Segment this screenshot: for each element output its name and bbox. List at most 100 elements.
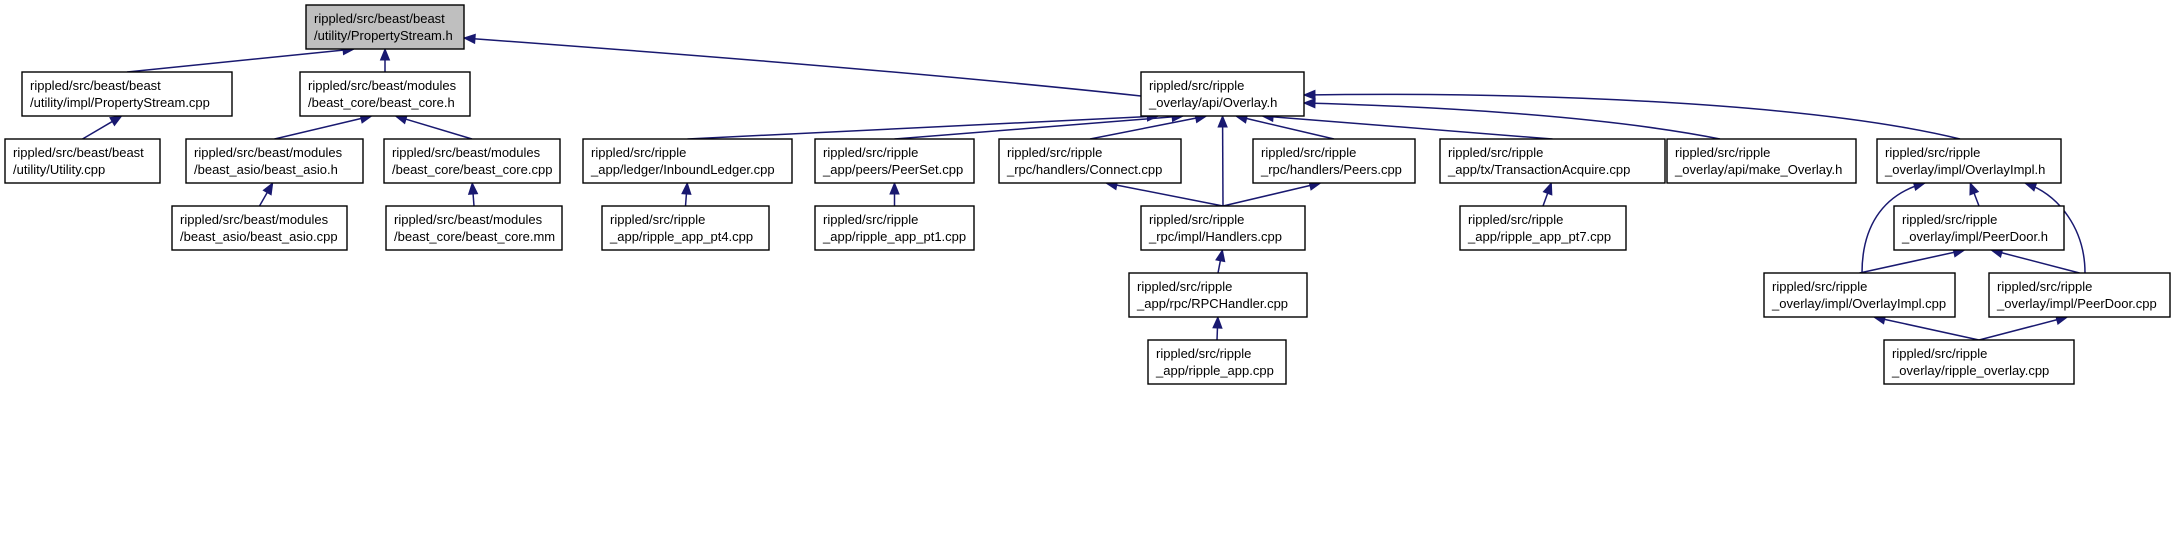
node-n5[interactable]: rippled/src/beast/modules/beast_asio/bea… [185,138,364,184]
node-box [171,205,348,251]
node-label-line: rippled/src/beast/modules [392,145,541,160]
node-box [814,138,975,184]
edge-n20-to-n15 [1969,181,1980,207]
arrowhead-icon [1212,315,1223,329]
edge-line [1884,318,1980,341]
arrowhead-icon [1215,248,1226,263]
node-label-line: _app/ripple_app.cpp [1155,363,1274,378]
arrowhead-icon [1302,89,1316,101]
edge-n25-to-n23 [1978,314,2069,341]
node-box [582,138,793,184]
node-n15[interactable]: rippled/src/ripple_overlay/impl/OverlayI… [1876,138,2062,184]
node-label-line: rippled/src/ripple [1468,212,1563,227]
edge-n18-to-n12 [1222,180,1322,207]
node-n9[interactable]: rippled/src/ripple_app/ledger/InboundLed… [582,138,793,184]
node-n17[interactable]: rippled/src/ripple_app/ripple_app_pt1.cp… [814,205,975,251]
node-box [4,138,161,184]
node-box [299,71,471,117]
edge-line [684,193,688,207]
node-box [1140,205,1306,251]
edge-line [2024,182,2086,274]
node-box [1763,272,1956,318]
node-label-line: _overlay/impl/OverlayImpl.cpp [1771,296,1946,311]
arrowhead-icon [1302,98,1316,109]
node-n0[interactable]: rippled/src/beast/beast/utility/Property… [305,4,465,50]
edge-n25-to-n22 [1872,314,1980,341]
node-n4[interactable]: rippled/src/beast/beast/utility/Utility.… [4,138,161,184]
node-label-line: rippled/src/beast/modules [394,212,543,227]
edge-n23-to-n20 [1989,247,2080,274]
node-n8[interactable]: rippled/src/beast/modules/beast_core/bea… [385,205,563,251]
node-label-line: /beast_core/beast_core.mm [394,229,555,244]
node-box [1883,339,2075,385]
node-n1[interactable]: rippled/src/beast/beast/utility/impl/Pro… [21,71,233,117]
node-box [1439,138,1666,184]
node-n12[interactable]: rippled/src/ripple_rpc/handlers/Peers.cp… [1252,138,1416,184]
node-label-line: /utility/Utility.cpp [13,162,105,177]
edge-n6-to-n2 [394,114,473,140]
node-label-line: _overlay/impl/PeerDoor.h [1901,229,2048,244]
edge-line [472,193,475,207]
node-n7[interactable]: rippled/src/beast/modules/beast_asio/bea… [171,205,348,251]
node-n19[interactable]: rippled/src/ripple_app/ripple_app_pt7.cp… [1459,205,1627,251]
edge-n24-to-n21 [1212,315,1223,341]
edge-line [126,49,344,73]
node-label-line: /beast_asio/beast_asio.cpp [180,229,338,244]
node-label-line: rippled/src/ripple [1675,145,1770,160]
edge-n15-to-n3 [1302,89,1961,140]
node-label-line: rippled/src/ripple [1892,346,1987,361]
node-box [1128,272,1308,318]
node-label-line: /utility/impl/PropertyStream.cpp [30,95,210,110]
node-label-line: _app/peers/PeerSet.cpp [822,162,963,177]
arrowhead-icon [1542,181,1553,196]
node-label-line: /beast_core/beast_core.h [308,95,455,110]
node-label-line: rippled/src/ripple [1885,145,1980,160]
edge-n22-to-n20 [1859,247,1966,274]
edge-n13-to-n3 [1260,111,1553,140]
edge-line [258,192,268,207]
node-n14[interactable]: rippled/src/ripple_overlay/api/make_Over… [1666,138,1857,184]
node-n18[interactable]: rippled/src/ripple_rpc/impl/Handlers.cpp [1140,205,1306,251]
edge-n7-to-n5 [258,181,274,207]
node-box [601,205,770,251]
arrowhead-icon [1217,114,1228,128]
edge-n4-to-n1 [82,115,123,140]
node-n3[interactable]: rippled/src/ripple_overlay/api/Overlay.h [1140,71,1305,117]
node-n23[interactable]: rippled/src/ripple_overlay/impl/PeerDoor… [1988,272,2171,318]
node-n21[interactable]: rippled/src/ripple_app/rpc/RPCHandler.cp… [1128,272,1308,318]
edge-n18-to-n11 [1104,180,1224,207]
node-n25[interactable]: rippled/src/ripple _overlay/ripple_overla… [1883,339,2075,385]
edge-line [1222,184,1311,207]
node-n6[interactable]: rippled/src/beast/modules/beast_core/bea… [383,138,561,184]
node-box [1876,138,2062,184]
graph-nodes: rippled/src/beast/beast/utility/Property… [4,4,2171,385]
node-label-line: rippled/src/ripple [1261,145,1356,160]
node-n13[interactable]: rippled/src/ripple_app/tx/TransactionAcq… [1439,138,1666,184]
edge-line [1861,182,1926,274]
node-n16[interactable]: rippled/src/ripple_app/ripple_app_pt4.cp… [601,205,770,251]
node-n20[interactable]: rippled/src/ripple_overlay/impl/PeerDoor… [1893,205,2065,251]
node-label-line: rippled/src/beast/beast [314,11,445,26]
node-n24[interactable]: rippled/src/ripple_app/ripple_app.cpp [1147,339,1287,385]
node-label-line: _overlay/ripple_overlay.cpp [1891,363,2049,378]
node-n10[interactable]: rippled/src/ripple_app/peers/PeerSet.cpp [814,138,975,184]
node-label-line: _overlay/api/Overlay.h [1148,95,1277,110]
node-label-line: rippled/src/ripple [610,212,705,227]
node-label-line: rippled/src/ripple [1149,212,1244,227]
edge-line [1116,184,1224,207]
edge-n14-to-n3 [1302,98,1721,140]
node-n11[interactable]: rippled/src/ripple_rpc/handlers/Connect.… [998,138,1182,184]
edge-n18-to-n3 [1217,114,1228,207]
node-label-line: rippled/src/beast/beast [13,145,144,160]
edge-n8-to-n6 [467,181,479,207]
node-box [1140,71,1305,117]
node-box [814,205,975,251]
edge-line [1303,93,1961,140]
edge-line [1089,117,1196,140]
node-n2[interactable]: rippled/src/beast/modules/beast_core/bea… [299,71,471,117]
node-n22[interactable]: rippled/src/ripple_overlay/impl/OverlayI… [1763,272,1956,318]
node-label-line: _rpc/handlers/Connect.cpp [1006,162,1162,177]
arrowhead-icon [467,181,479,195]
edge-line [1246,117,1335,140]
node-box [1252,138,1416,184]
